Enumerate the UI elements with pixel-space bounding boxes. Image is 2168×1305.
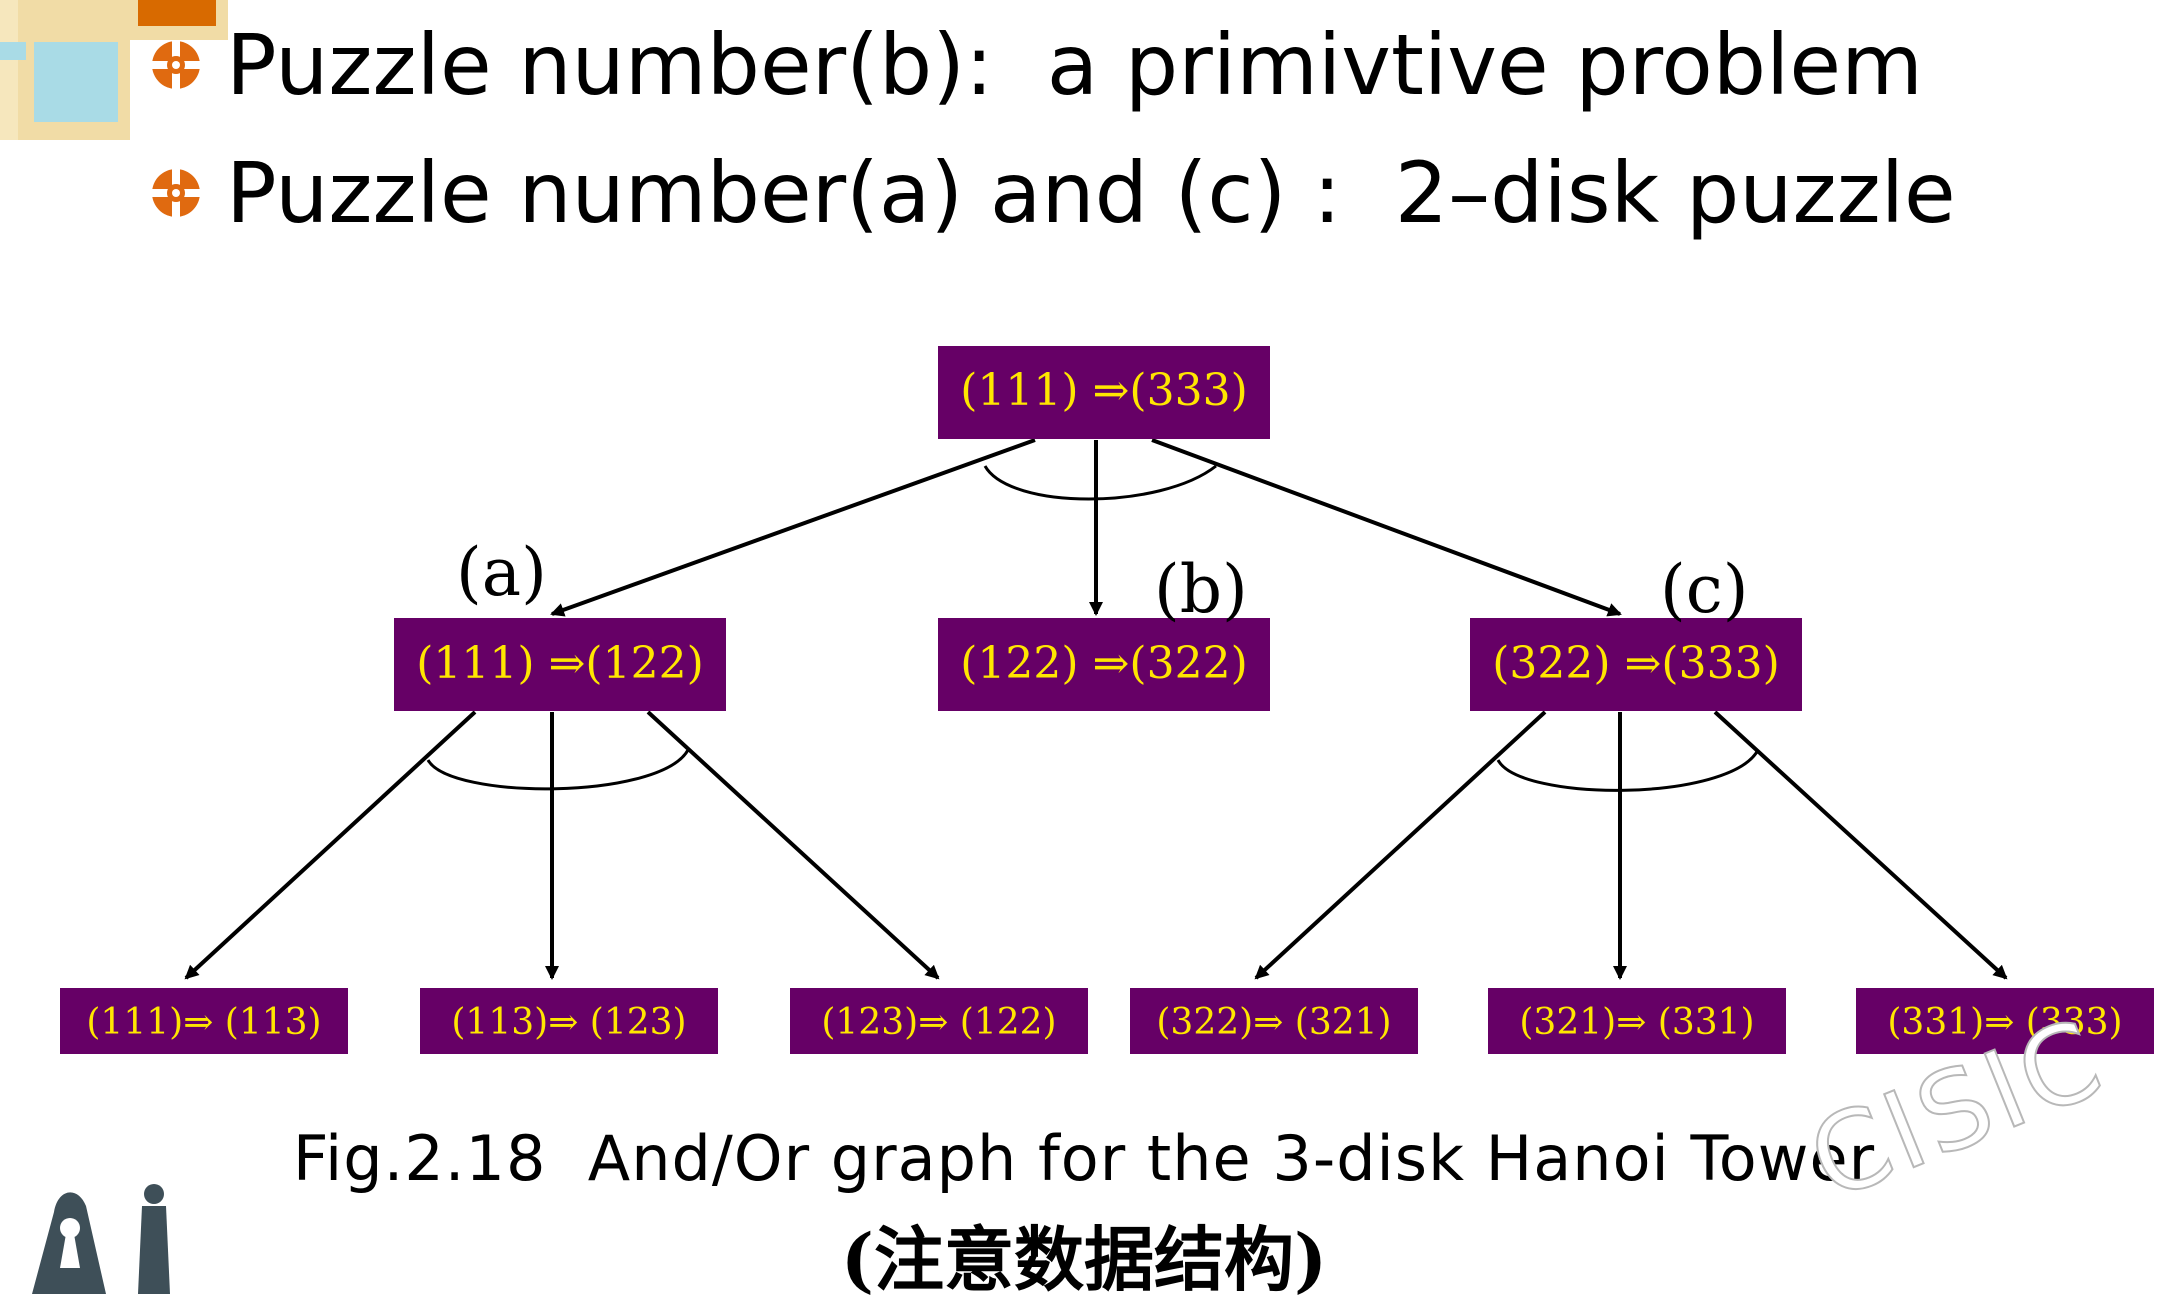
- edge-root-a: [550, 438, 1036, 617]
- node-c-label: (322) ⇒(333): [1492, 638, 1779, 689]
- and-arc-root: [983, 464, 1217, 501]
- edge-c-c3: [1713, 710, 2008, 980]
- node-root-label: (111) ⇒(333): [960, 365, 1247, 416]
- node-c: (322) ⇒(333): [1470, 618, 1802, 711]
- branch-label-a: (a): [456, 534, 547, 611]
- keyhole-figure-logo-icon: [32, 1184, 170, 1294]
- node-root: (111) ⇒(333): [938, 346, 1270, 439]
- bullet-text-2: Puzzle number(a) and (c) : 2–disk puzzle: [226, 144, 1956, 242]
- node-a3: (123)⇒ (122): [790, 988, 1088, 1054]
- node-a2-label: (113)⇒ (123): [451, 1002, 686, 1043]
- branch-label-c: (c): [1660, 551, 1748, 628]
- node-c3-label: (331)⇒ (333): [1887, 1002, 2122, 1043]
- orange-diamond-bullet-icon: [152, 41, 200, 89]
- branch-label-b: (b): [1154, 551, 1248, 628]
- node-a1: (111)⇒ (113): [60, 988, 348, 1054]
- node-a3-label: (123)⇒ (122): [821, 1002, 1056, 1043]
- node-c1: (322)⇒ (321): [1130, 988, 1418, 1054]
- bullet-item-1: Puzzle number(b): a primivtive problem: [148, 10, 1923, 120]
- bullet-text-1: Puzzle number(b): a primivtive problem: [226, 16, 1923, 114]
- edge-a-a3: [646, 710, 940, 980]
- node-a2: (113)⇒ (123): [420, 988, 718, 1054]
- node-a-label: (111) ⇒(122): [416, 638, 703, 689]
- node-c1-label: (322)⇒ (321): [1156, 1002, 1391, 1043]
- bullet-item-2: Puzzle number(a) and (c) : 2–disk puzzle: [148, 138, 1956, 248]
- node-b-label: (122) ⇒(322): [960, 638, 1247, 689]
- node-c2: (321)⇒ (331): [1488, 988, 1786, 1054]
- corner-decoration: [0, 0, 228, 140]
- node-c2-label: (321)⇒ (331): [1519, 1002, 1754, 1043]
- orange-diamond-bullet-icon: [152, 169, 200, 217]
- figure-caption: Fig.2.18 And/Or graph for the 3-disk Han…: [292, 1122, 1876, 1195]
- node-b: (122) ⇒(322): [938, 618, 1270, 711]
- node-a1-label: (111)⇒ (113): [86, 1002, 321, 1043]
- node-a: (111) ⇒(122): [394, 618, 726, 711]
- figure-caption-note: (注意数据结构): [840, 1218, 1328, 1301]
- and-arc-a: [426, 749, 690, 791]
- and-arc-c: [1496, 749, 1760, 792]
- edge-a-a1: [184, 710, 477, 980]
- edge-c-c1: [1254, 710, 1547, 980]
- node-c3: (331)⇒ (333): [1856, 988, 2154, 1054]
- edge-root-c: [1151, 438, 1622, 617]
